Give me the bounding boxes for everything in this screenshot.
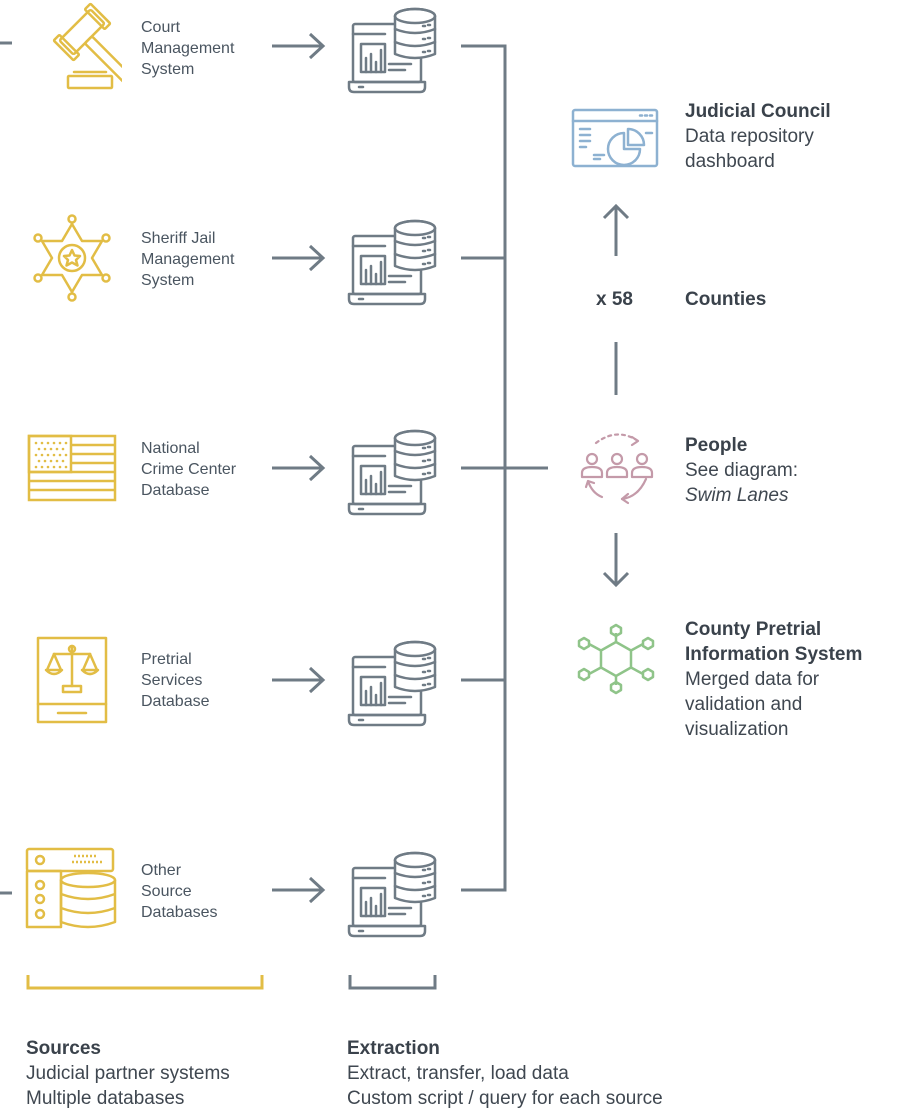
arrow-1 [272, 32, 326, 60]
extraction-legend: Extraction Extract, transfer, load data … [347, 1038, 663, 1109]
arrow-down [602, 533, 630, 588]
extraction-title: Extraction [347, 1038, 440, 1059]
arrow-3 [272, 454, 326, 482]
sources-legend: Sources Judicial partner systems Multipl… [26, 1038, 230, 1109]
scales-book-icon [36, 636, 108, 724]
county-system-title-2: Information System [685, 644, 863, 665]
dashboard-icon [570, 107, 660, 169]
arrow-2 [272, 244, 326, 272]
county-multiplier: x 58 [596, 289, 633, 310]
people-title: People [685, 435, 748, 456]
judicial-council-title: Judicial Council [685, 101, 831, 122]
people-cycle-icon [572, 425, 662, 507]
people-block: People See diagram: Swim Lanes [685, 435, 799, 506]
county-system-title-1: County Pretrial [685, 619, 822, 640]
laptop-database-icon [345, 426, 441, 518]
sources-title: Sources [26, 1038, 101, 1059]
network-hexagon-icon [573, 623, 659, 695]
county-system-block: County Pretrial Information System Merge… [685, 619, 863, 740]
arrow-4 [272, 666, 326, 694]
sheriff-badge-icon [30, 214, 114, 302]
laptop-database-icon [345, 216, 441, 308]
counties-label: Counties [685, 289, 767, 310]
laptop-database-icon [345, 637, 441, 729]
arrow-5 [272, 876, 326, 904]
arrow-up [602, 203, 630, 256]
laptop-database-icon [345, 4, 441, 96]
judicial-council-block: Judicial Council Data repository dashboa… [685, 101, 831, 172]
swim-lanes-reference: Swim Lanes [685, 485, 789, 506]
gavel-icon [22, 2, 122, 94]
laptop-database-icon [345, 848, 441, 940]
flag-icon [27, 434, 117, 502]
server-database-icon [24, 846, 118, 932]
